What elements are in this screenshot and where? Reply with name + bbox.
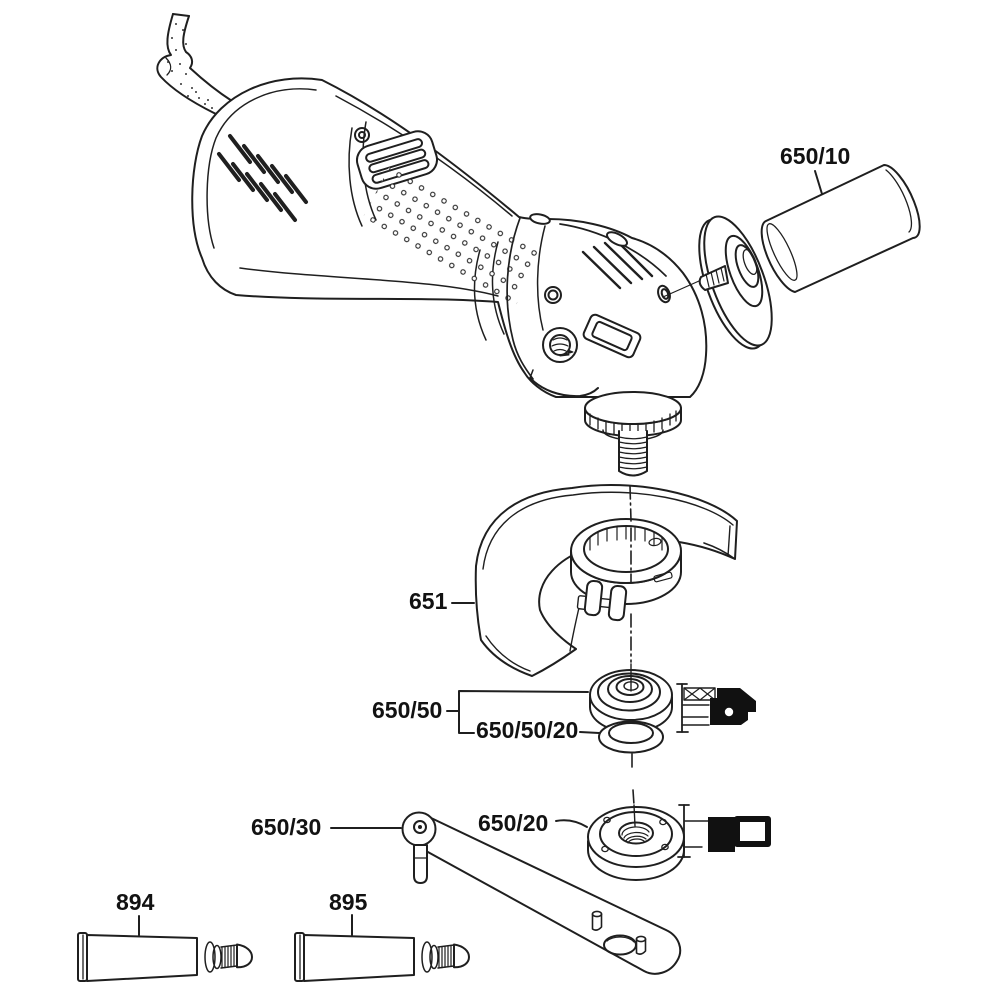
spindle-lock-button bbox=[544, 286, 562, 304]
part-label-grease-tube-left: 894 bbox=[116, 889, 155, 915]
wrench-pivot-pin bbox=[413, 844, 428, 884]
clamping-nut-drawing bbox=[587, 806, 685, 881]
guard-clamp-collar bbox=[570, 518, 682, 622]
part-label-side-handle: 650/10 bbox=[780, 143, 851, 169]
pin-wrench-drawing bbox=[401, 811, 682, 975]
part-label-pin-wrench: 650/30 bbox=[251, 814, 322, 840]
side-handle-drawing bbox=[662, 163, 921, 350]
wrench-hole bbox=[603, 934, 637, 956]
part-label-clamping-nut: 650/20 bbox=[478, 810, 549, 836]
screw-icon bbox=[354, 127, 370, 143]
guard-lever bbox=[529, 377, 599, 398]
handle-axis-line bbox=[662, 280, 700, 298]
part-label-backing-flange: 650/50 bbox=[372, 697, 443, 723]
label-leader-lines bbox=[138, 170, 823, 936]
leader-650-20 bbox=[555, 819, 588, 828]
cord-stipple bbox=[167, 23, 220, 114]
collar-ribs bbox=[589, 525, 663, 551]
vent-grille bbox=[217, 134, 308, 222]
wheel-guard-drawing bbox=[474, 484, 738, 677]
power-cord-drawing bbox=[156, 13, 253, 127]
rotation-arrow-icon bbox=[559, 349, 574, 357]
part-label-guard: 651 bbox=[409, 588, 448, 614]
part-label-o-ring: 650/50/20 bbox=[476, 717, 579, 743]
grease-tube-895-drawing bbox=[294, 932, 470, 982]
center-axis-line bbox=[629, 485, 632, 663]
nut-pin-holes bbox=[601, 816, 669, 853]
axis-into-nut bbox=[633, 804, 636, 827]
center-axis-line-lower bbox=[631, 753, 635, 806]
leader-650-50-20 bbox=[579, 731, 600, 734]
part-label-grease-tube-right: 895 bbox=[329, 889, 368, 915]
leader-650-50-bracket bbox=[446, 690, 589, 734]
spindle-collar bbox=[584, 391, 682, 441]
handle-stud bbox=[698, 265, 729, 291]
nameplate bbox=[582, 313, 642, 359]
handle-mount-boss bbox=[657, 284, 671, 304]
spindle bbox=[618, 430, 648, 477]
o-ring-drawing bbox=[598, 720, 664, 754]
clamp-bolt bbox=[576, 579, 628, 622]
nut-orientation-pictogram bbox=[677, 804, 771, 858]
handle-thread-hole bbox=[542, 327, 578, 363]
leader-650-10 bbox=[814, 170, 823, 195]
flange-orientation-pictogram bbox=[676, 683, 756, 733]
grease-tube-894-drawing bbox=[77, 932, 253, 982]
grip-texture bbox=[363, 160, 545, 307]
wrench-drive-pins bbox=[591, 910, 647, 955]
nut-thread bbox=[621, 826, 650, 844]
grinder-body-drawing bbox=[191, 77, 708, 477]
